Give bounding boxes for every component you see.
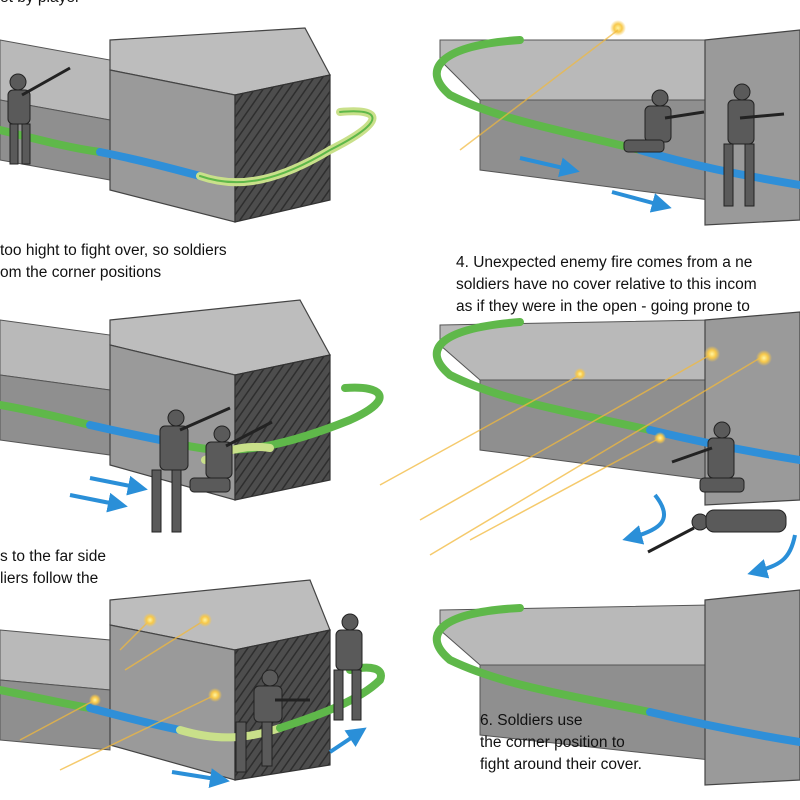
caption-line: om the corner positions	[0, 264, 162, 281]
path-line	[0, 663, 385, 742]
caption-panel-4: 4. Unexpected enemy fire comes from a ne…	[456, 252, 757, 318]
caption-line: soldiers have no cover relative to this …	[456, 276, 757, 293]
soldier-icon	[623, 89, 705, 153]
blue-arrow-icon	[622, 493, 797, 579]
caption-line: as if they were in the open - going pron…	[456, 298, 750, 315]
wall-block	[439, 311, 800, 506]
caption-line: the corner position to	[480, 734, 625, 751]
path-line	[432, 604, 800, 746]
soldier-icon	[647, 509, 787, 554]
caption-line: s to the far side	[0, 548, 106, 565]
soldier-icon	[671, 421, 745, 493]
blue-arrow-icon	[171, 727, 367, 788]
soldier-icon	[333, 613, 363, 721]
soldier-icon	[235, 669, 310, 773]
soldier-icon	[151, 406, 231, 533]
muzzle-flash-icon	[574, 346, 772, 444]
wall-block	[0, 579, 331, 781]
caption-line: et by player	[0, 0, 80, 9]
path-line	[0, 107, 377, 187]
incoming-fire	[459, 20, 626, 151]
blue-arrow-icon	[69, 475, 148, 513]
panel-1	[0, 27, 377, 223]
caption-panel-5: s to the far side liers follow the	[0, 546, 106, 590]
muzzle-flash-icon	[89, 613, 222, 706]
caption-line: fight around their cover.	[480, 756, 642, 773]
blue-arrow-icon	[519, 156, 672, 213]
caption-panel-1: et by player	[0, 0, 80, 9]
caption-panel-3: too hight to fight over, so soldiers om …	[0, 240, 227, 284]
panel-6	[432, 589, 800, 786]
soldier-icon	[189, 420, 273, 493]
panel-5	[0, 579, 385, 788]
caption-panel-6: 6. Soldiers use the corner position to f…	[480, 710, 642, 776]
incoming-fire	[379, 354, 761, 556]
panel-2	[432, 20, 800, 226]
incoming-fire	[19, 619, 216, 771]
panel-4	[379, 311, 800, 579]
panel-3	[0, 299, 384, 533]
wall-block	[0, 27, 331, 223]
caption-line: liers follow the	[0, 570, 99, 587]
soldier-icon	[723, 83, 785, 207]
path-line	[432, 36, 800, 189]
soldier-icon	[7, 66, 71, 165]
caption-line: too hight to fight over, so soldiers	[0, 242, 227, 259]
caption-line: 6. Soldiers use	[480, 712, 583, 729]
caption-line: 4. Unexpected enemy fire comes from a ne	[456, 254, 753, 271]
